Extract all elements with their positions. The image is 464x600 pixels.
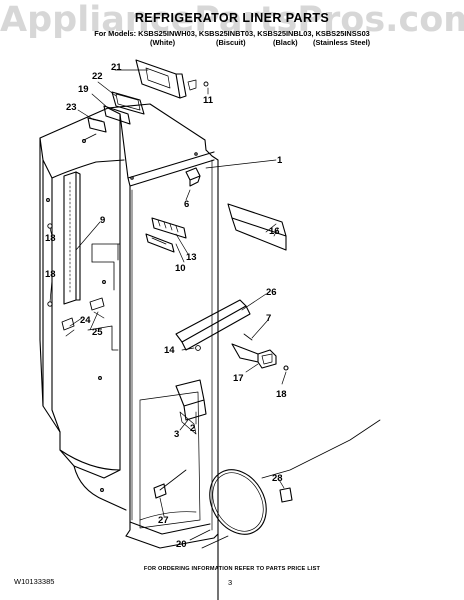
shelf-ladder-9 bbox=[63, 171, 81, 305]
wire-coil-24 bbox=[201, 419, 381, 549]
callout-21: 22 bbox=[92, 71, 103, 82]
ordering-note: FOR ORDERING INFORMATION REFER TO PARTS … bbox=[143, 566, 321, 572]
model-list: For Models: KSBS25INWH03, KSBS25INBT03, … bbox=[94, 29, 370, 38]
watermark-logo: AppliancePartsPros.com bbox=[0, 0, 464, 40]
callout-20: 21 bbox=[111, 62, 122, 73]
callout-26: 25 bbox=[92, 327, 103, 338]
wiring-harness bbox=[87, 243, 121, 351]
callout-6: 6 bbox=[184, 199, 190, 210]
cover-support-27 bbox=[175, 299, 251, 351]
callout-27: 26 bbox=[266, 287, 277, 298]
variant-stainless: (Stainless Steel) bbox=[313, 38, 371, 47]
callout-25: 27 bbox=[158, 515, 169, 526]
light-assembly-17 bbox=[231, 333, 289, 371]
document-number: W10133385 bbox=[14, 577, 55, 586]
liner-shell bbox=[39, 103, 219, 600]
callout-18-lower: 18 bbox=[276, 389, 287, 400]
callout-1: 1 bbox=[277, 155, 283, 166]
callout-2: 2 bbox=[190, 423, 196, 434]
wire-tie-25 bbox=[153, 469, 187, 499]
callout-19: 19 bbox=[78, 84, 89, 95]
variant-biscuit: (Biscuit) bbox=[216, 38, 246, 47]
callout-11: 11 bbox=[203, 95, 214, 106]
fitting-28 bbox=[279, 487, 293, 503]
callout-24: 20 bbox=[176, 539, 187, 550]
callout-28: 28 bbox=[272, 473, 283, 484]
callout-23: 24 bbox=[80, 315, 91, 326]
variant-black: (Black) bbox=[273, 38, 298, 47]
leader-lines bbox=[49, 69, 287, 541]
callout-17: 17 bbox=[233, 373, 244, 384]
page-title: REFRIGERATOR LINER PARTS bbox=[134, 11, 330, 25]
screws bbox=[47, 81, 209, 351]
callout-18-upper: 18 bbox=[45, 233, 56, 244]
light-socket-6 bbox=[185, 167, 201, 187]
callout-14: 14 bbox=[164, 345, 175, 356]
callout-7: 7 bbox=[266, 313, 272, 324]
page-number: 3 bbox=[228, 578, 233, 587]
callout-13: 13 bbox=[186, 252, 197, 263]
callout-16: 16 bbox=[269, 226, 280, 237]
control-switches bbox=[145, 217, 187, 253]
callout-9: 9 bbox=[100, 215, 106, 226]
callout-18-middle: 18 bbox=[45, 269, 56, 280]
callout-10: 10 bbox=[175, 263, 186, 274]
callout-22: 23 bbox=[66, 102, 77, 113]
variant-white: (White) bbox=[150, 38, 176, 47]
callout-3: 3 bbox=[174, 429, 180, 440]
rail-16 bbox=[227, 203, 287, 251]
